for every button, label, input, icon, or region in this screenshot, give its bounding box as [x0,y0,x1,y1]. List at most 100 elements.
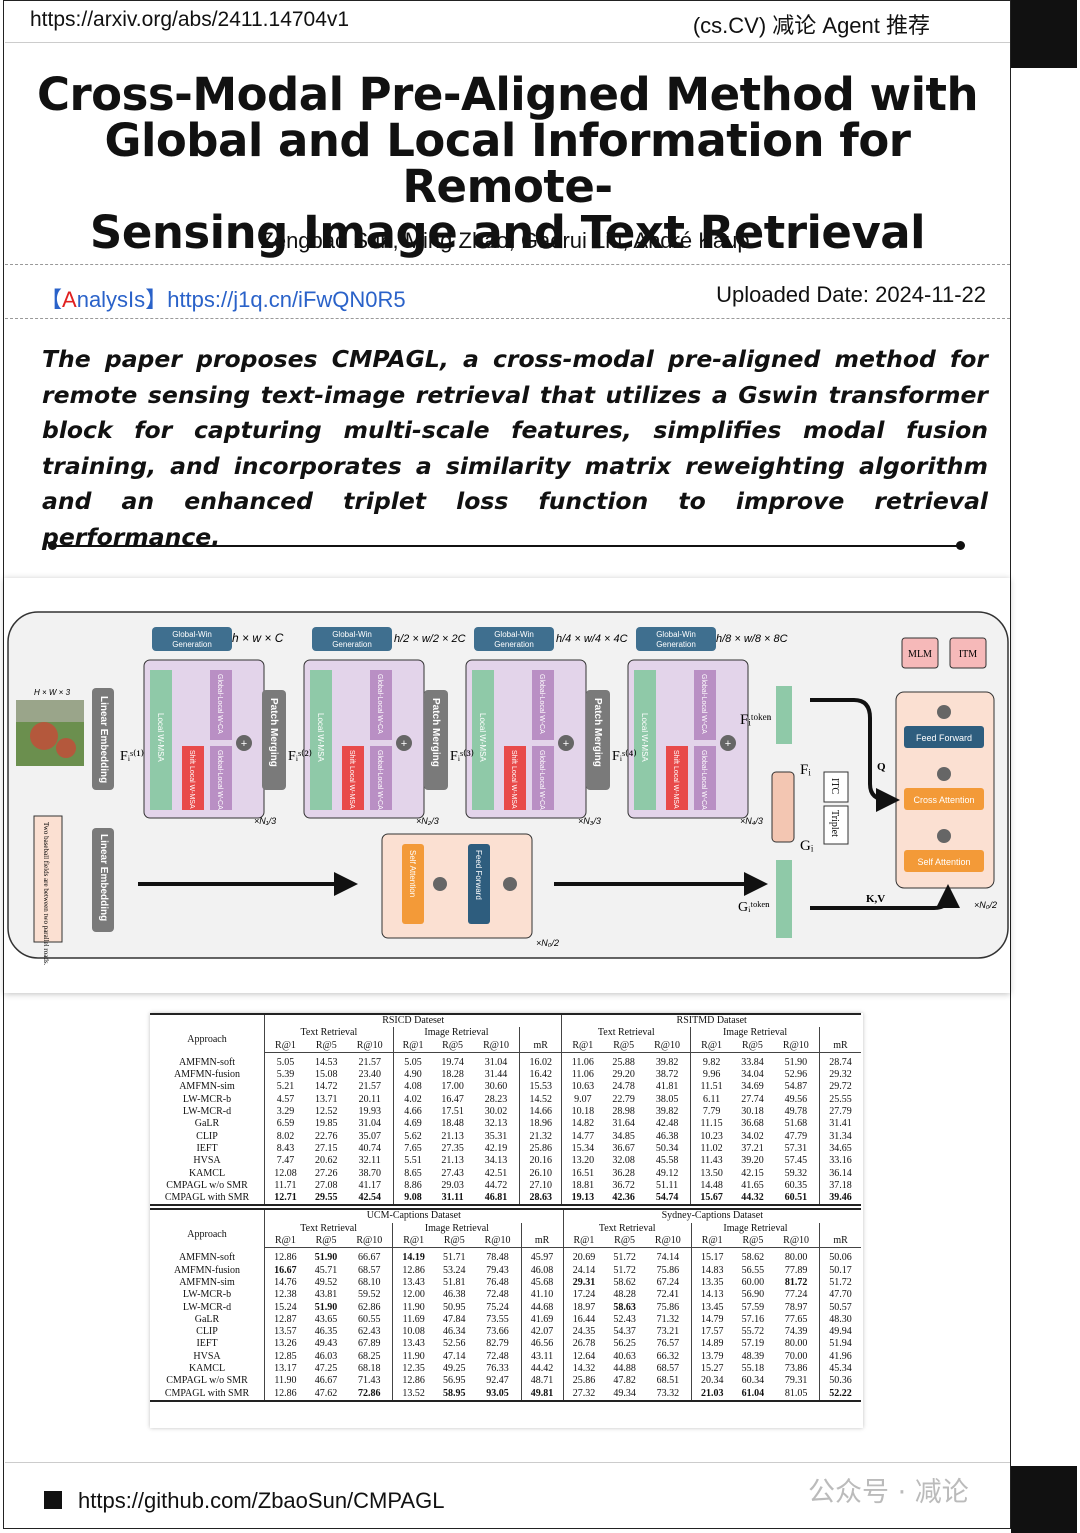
feature-label: Fᵢˢ⁽³⁾ [450,749,474,764]
self-attention-block [904,850,984,872]
patch-merging-block [586,690,610,790]
approach-name: AMFMN-fusion [150,1264,265,1277]
table-cell: 43.81 [314,1289,338,1301]
mlm-box [901,637,939,669]
approach-name: IEFT [150,1338,265,1351]
table-cell: 21.13 [441,1130,464,1142]
table-cell: 3.29 [276,1106,295,1118]
table-cell: 5.62 [404,1130,422,1142]
table-cell: 22.76 [315,1130,338,1142]
table-cell: 51.90 [772,1052,820,1070]
metric-header: mR [521,1235,564,1249]
table-cell: 39.46 [819,1192,861,1207]
patch-merging-block [424,690,448,790]
table-cell: 48.30 [829,1313,852,1325]
table-cell: 44.88 [613,1363,636,1375]
bullet-square-icon [44,1491,62,1509]
table-cell: 75.24 [474,1301,522,1314]
rule-dot-left [48,541,57,550]
table-cell: 55.18 [741,1363,765,1375]
table-cell: 17.57 [700,1326,724,1338]
dataset-header: Sydney-Captions Dataset [563,1208,861,1223]
table-cell: 21.32 [519,1130,563,1143]
table-cell: 41.69 [521,1313,564,1327]
table-cell: 38.05 [643,1093,692,1107]
table-cell: 76.33 [474,1363,522,1376]
gswin-stage-3: Global-Win Generation + [465,627,587,819]
table-cell: 73.32 [644,1387,692,1402]
table-cell: 34.02 [741,1130,764,1142]
svg-text:+: + [401,738,407,750]
table-cell: 15.08 [315,1069,338,1081]
table-cell: 4.90 [404,1069,422,1081]
table-cell: 37.18 [829,1179,852,1191]
table-cell: 27.32 [563,1387,605,1402]
results-table-2: UCM-Captions Dataset Sydney-Captions Dat… [150,1208,861,1402]
table-cell: 4.02 [404,1093,422,1105]
table-cell: 59.52 [346,1289,394,1302]
triplet-label: Triplet [829,810,840,837]
table-cell: 13.52 [392,1387,435,1402]
table-cell: 80.00 [773,1338,821,1351]
approach-name: CMPAGL w/o SMR [150,1179,265,1193]
table-cell: 30.18 [741,1106,764,1118]
table-cell: 34.85 [612,1130,635,1142]
table-cell: 13.57 [274,1326,297,1338]
table-cell: 48.71 [521,1375,564,1388]
bracket: 】 [145,287,168,312]
self-attention-label: Self Attention [917,857,970,867]
table-cell: 16.44 [572,1313,596,1325]
metric-header: mR [819,1235,861,1249]
table-cell: 11.71 [274,1179,297,1191]
approach-name: LW-MCR-d [150,1106,265,1119]
table-cell: 38.72 [643,1069,692,1082]
table-cell: 7.47 [276,1155,295,1167]
table-cell: 51.72 [613,1252,636,1264]
table-cell: 18.28 [441,1069,464,1081]
stage-dim: h/8 × w/8 × 8C [716,633,788,645]
spacer [820,1223,861,1235]
table-cell: 13.26 [274,1338,297,1350]
table-cell: 38.70 [346,1167,394,1180]
approach-name: CMPAGL with SMR [150,1387,265,1402]
table-cell: 36.72 [612,1179,635,1191]
table-cell: 45.97 [521,1247,564,1265]
approach-name: GaLR [150,1313,265,1327]
input-text: Two baseball fields are between two para… [42,822,50,966]
table-cell: 68.10 [346,1276,394,1290]
metric-header: R@5 [432,1039,473,1053]
arxiv-link[interactable]: https://arxiv.org/abs/2411.14704v1 [30,8,350,31]
approach-name: GaLR [150,1118,265,1131]
table-cell: 14.32 [572,1363,596,1375]
table-cell: 58.62 [613,1276,636,1288]
g-token-label: Gᵢᵗᵒᵏᵉⁿ [738,900,770,915]
table-cell: 4.57 [276,1093,295,1105]
table-cell: 51.94 [829,1338,852,1350]
github-link[interactable]: https://github.com/ZbaoSun/CMPAGL [78,1488,445,1513]
analysis-link[interactable]: 【AnalysIs】https://j1q.cn/iFwQN0R5 [40,282,406,314]
table-cell: 14.77 [571,1130,595,1142]
approach-name: AMFMN-soft [150,1247,265,1265]
approach-name: AMFMN-sim [150,1081,265,1094]
group-header: Image Retrieval [691,1222,821,1236]
table-cell: 12.86 [402,1375,425,1387]
svg-text:Global-Win: Global-Win [332,630,372,639]
table-cell: 17.24 [572,1289,596,1301]
group-header: Text Retrieval [264,1027,394,1040]
table-cell: 50.95 [443,1301,466,1313]
table-cell: 10.08 [402,1326,425,1338]
table-cell: 68.57 [644,1363,692,1376]
text-linear-embedding-block [92,828,114,932]
table-cell: 11.02 [700,1142,723,1154]
footer-divider [5,1462,1010,1463]
table-cell: 31.04 [346,1118,394,1131]
table-cell: 14.76 [274,1276,297,1288]
table-cell: 57.45 [772,1155,820,1168]
table-cell: 67.89 [346,1338,394,1351]
table-cell: 18.97 [572,1301,596,1313]
table-cell: 13.50 [700,1167,723,1179]
table-cell: 30.60 [472,1081,521,1094]
